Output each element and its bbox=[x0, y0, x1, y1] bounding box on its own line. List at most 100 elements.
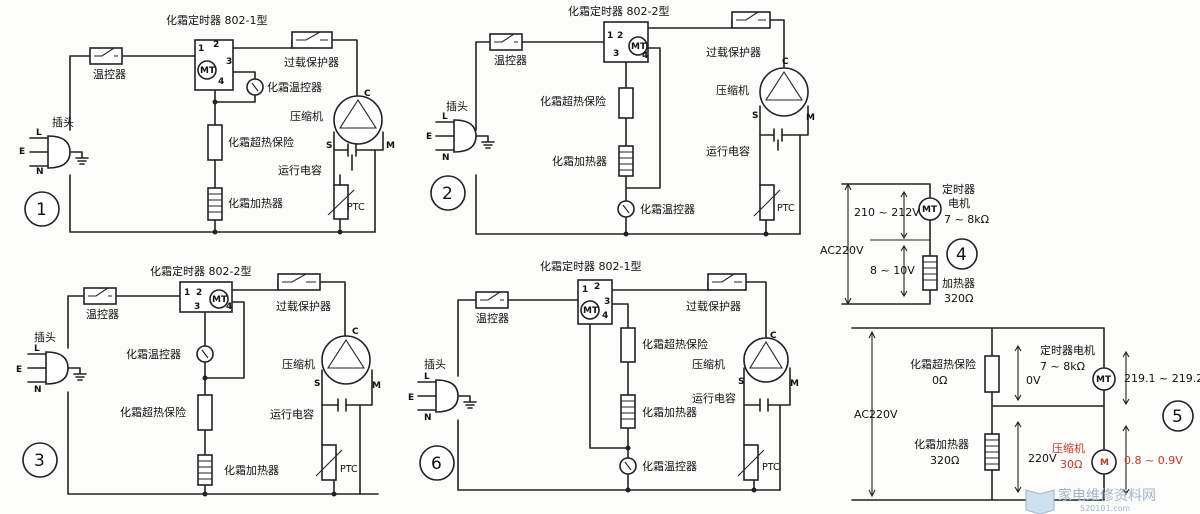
d4-bot-arrows bbox=[900, 244, 908, 298]
d6-thermostat-switch bbox=[480, 291, 504, 301]
d6-overload-box bbox=[707, 273, 747, 291]
d3-ptc-label: PTC bbox=[340, 464, 358, 475]
d3-cap-plates bbox=[337, 398, 347, 412]
d6-compressor-symbol bbox=[743, 337, 789, 383]
d4-top-arrows bbox=[900, 190, 908, 240]
d3-heater-coil bbox=[198, 460, 212, 480]
d2-timer-label: 化霜定时器 802-2型 bbox=[568, 4, 669, 18]
d1-fuse-symbol bbox=[207, 124, 223, 161]
d4-mt-label: MT bbox=[922, 205, 938, 215]
d3-L: L bbox=[34, 344, 40, 354]
d1-wire-left bbox=[69, 174, 376, 233]
diagram-5: MT M AC220V 化霜超热保险 0Ω 0V 化霜加热器 320Ω 220V… bbox=[851, 327, 1200, 501]
d3-compressor-label: 压缩机 bbox=[282, 357, 315, 371]
d5-mt-label: MT bbox=[1096, 375, 1112, 385]
d1-N: N bbox=[36, 167, 44, 177]
d6-overload-switch bbox=[712, 273, 742, 283]
d6-cap-plates bbox=[759, 398, 769, 412]
d2-N: N bbox=[442, 153, 450, 163]
d1-compressor-symbol bbox=[333, 95, 383, 145]
d6-M: M bbox=[790, 379, 799, 389]
d6-pin-2: 2 bbox=[594, 282, 600, 292]
d2-pin-3: 3 bbox=[613, 49, 619, 59]
d1-mt-label: MT bbox=[200, 66, 216, 76]
d3-M: M bbox=[372, 381, 381, 391]
d6-wire-timer bbox=[589, 303, 629, 491]
d1-overload-label: 过载保护器 bbox=[284, 55, 339, 69]
diagram-1: MT 1 2 3 4 化霜定时器 802-1型 温控器 过载保护器 化霜温控器 … bbox=[19, 13, 395, 235]
d5-motor-title: 定时器电机 bbox=[1040, 343, 1095, 357]
d3-S: S bbox=[314, 379, 320, 389]
d3-thermostat-label: 温控器 bbox=[86, 307, 119, 321]
d1-run-cap-label: 运行电容 bbox=[278, 163, 322, 177]
d1-mt-motor bbox=[197, 60, 217, 80]
diagram-3: MT 1 2 3 4 化霜定时器 802-2型 温控器 过载保护器 化霜温控器 … bbox=[16, 264, 381, 497]
d5-v-fuse: 0V bbox=[1026, 374, 1041, 387]
d2-fuse-label: 化霜超热保险 bbox=[540, 94, 606, 108]
d4-v-bot: 8 ~ 10V bbox=[870, 264, 915, 277]
d3-node bbox=[331, 491, 337, 497]
d6-fuse-label: 化霜超热保险 bbox=[642, 337, 708, 351]
d4-supply-arrows bbox=[844, 182, 852, 306]
d4-motor-res: 7 ~ 8kΩ bbox=[944, 213, 989, 226]
d4-v-top: 210 ~ 212V bbox=[854, 206, 920, 219]
d2-pin-1: 1 bbox=[607, 31, 613, 41]
d3-wire-top bbox=[67, 281, 346, 349]
d6-node bbox=[625, 445, 631, 451]
d2-wire-left bbox=[475, 174, 801, 235]
d3-number: 3 bbox=[34, 451, 45, 471]
d3-pin-4: 4 bbox=[226, 302, 232, 312]
d3-pin-2: 2 bbox=[196, 288, 202, 298]
d2-mt-label: MT bbox=[631, 42, 647, 52]
d4-heater-res: 320Ω bbox=[944, 292, 973, 305]
d6-overload-label: 过载保护器 bbox=[686, 299, 741, 313]
d2-compressor-label: 压缩机 bbox=[716, 83, 749, 97]
d1-heater-symbol bbox=[207, 187, 223, 221]
d3-wire-left bbox=[67, 391, 379, 495]
d6-node bbox=[625, 487, 631, 493]
d5-v-comp: 0.8 ~ 0.9V bbox=[1124, 454, 1183, 467]
d1-pin-1: 1 bbox=[198, 44, 204, 54]
d3-timer-label: 化霜定时器 802-2型 bbox=[150, 264, 251, 278]
d5-comp-motor bbox=[1091, 449, 1117, 475]
d6-pin-3: 3 bbox=[604, 297, 610, 307]
d2-overload-switch bbox=[736, 11, 766, 21]
d6-ptc-label: PTC bbox=[762, 462, 780, 473]
d3-number-circle bbox=[22, 442, 58, 478]
d1-heater-coil bbox=[208, 193, 222, 213]
d3-plug-prongs bbox=[27, 353, 87, 383]
d2-ptc-arrow bbox=[753, 189, 781, 217]
d4-number-circle bbox=[946, 238, 978, 270]
d6-plug-label: 插头 bbox=[424, 357, 446, 371]
d2-heater-symbol bbox=[618, 145, 634, 177]
d5-fuse-res: 0Ω bbox=[932, 374, 947, 387]
d6-ptc-arrow bbox=[737, 449, 765, 477]
d6-number: 6 bbox=[431, 454, 442, 474]
d6-heater-coil bbox=[621, 400, 635, 420]
d2-M: M bbox=[806, 113, 815, 123]
d5-number: 5 bbox=[1172, 407, 1183, 427]
d1-pin-2: 2 bbox=[213, 40, 219, 50]
d5-comp-res: 30Ω bbox=[1060, 458, 1082, 471]
d2-thermostat-label: 温控器 bbox=[494, 53, 527, 67]
d4-mt-motor bbox=[918, 197, 942, 221]
d5-v-motor: 219.1 ~ 219.2V bbox=[1124, 372, 1200, 385]
d5-comp-label: 压缩机 bbox=[1052, 441, 1085, 455]
d5-heater-label: 化霜加热器 bbox=[914, 437, 969, 451]
d3-overload-label: 过载保护器 bbox=[276, 299, 331, 313]
d5-heater-arrows bbox=[1014, 420, 1022, 494]
d6-thermostat-label: 温控器 bbox=[476, 311, 509, 325]
d1-timer-label: 化霜定时器 802-1型 bbox=[166, 13, 267, 27]
d1-thermostat-box bbox=[89, 47, 123, 65]
d2-plug-symbol bbox=[453, 119, 477, 153]
d1-number: 1 bbox=[36, 200, 47, 220]
d5-fuse-symbol bbox=[984, 355, 1000, 393]
d1-plug-label: 插头 bbox=[52, 115, 74, 129]
d1-node bbox=[337, 229, 343, 235]
d4-heater-label: 加热器 bbox=[942, 277, 975, 290]
d1-S: S bbox=[326, 141, 332, 151]
d2-heater-coil bbox=[619, 151, 633, 171]
d3-compressor-symbol bbox=[321, 335, 371, 385]
d2-overload-box bbox=[731, 11, 771, 29]
d1-wire-defrost-thermo bbox=[214, 71, 256, 103]
